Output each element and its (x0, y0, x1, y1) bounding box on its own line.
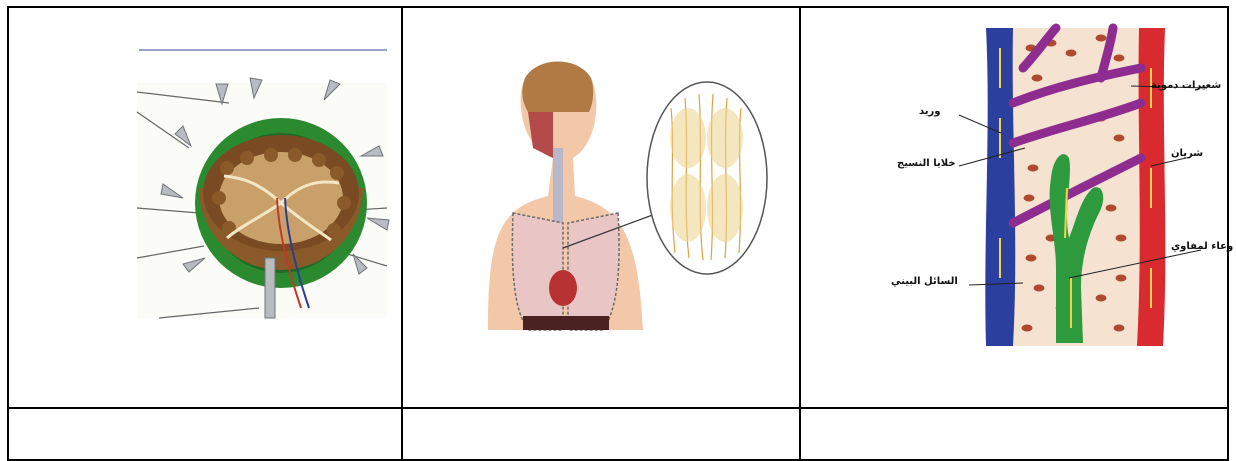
label-interstitial-fluid: السائل البيني (891, 276, 958, 287)
respiratory-system-illustration (403, 8, 799, 407)
answer-cell-2 (403, 409, 799, 459)
label-tissue-cells: خلايا النسيج (897, 158, 956, 169)
worksheet-table: شعيرات دموية وريد شريان خلايا النسيج وعا… (7, 6, 1229, 461)
label-vein: وريد (919, 106, 941, 117)
label-lymph-vessel: وعاء لمفاوي (1171, 241, 1233, 252)
answer-cell-1 (9, 409, 401, 459)
cell-lymph-node (9, 8, 401, 407)
label-artery: شريان (1171, 148, 1203, 159)
label-capillaries: شعيرات دموية (1151, 80, 1221, 91)
lymph-node-illustration (9, 8, 401, 407)
capillary-bed-illustration (801, 8, 1229, 407)
answer-cell-3 (801, 409, 1229, 459)
cell-capillary-bed: شعيرات دموية وريد شريان خلايا النسيج وعا… (801, 8, 1229, 407)
cell-respiratory-system (403, 8, 799, 407)
